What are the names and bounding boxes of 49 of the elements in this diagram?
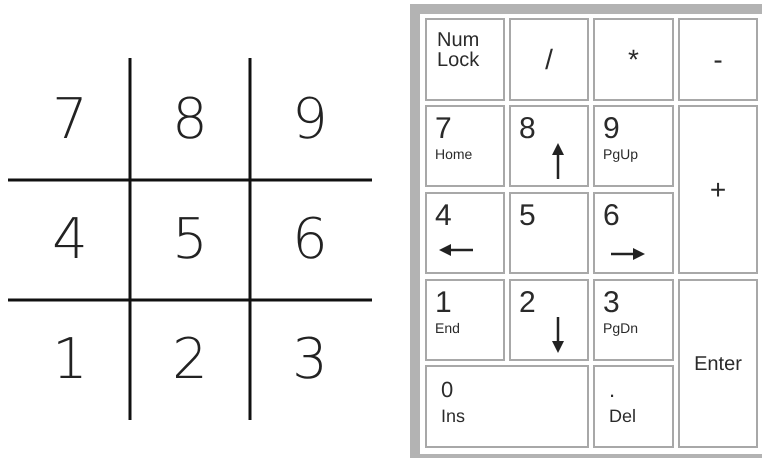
- keypad-key: [593, 365, 674, 448]
- key-sublabel: Del: [609, 407, 636, 427]
- keypad-key: [425, 105, 505, 187]
- key-label: 9: [603, 114, 620, 144]
- grid-digit: 9: [291, 90, 329, 150]
- grid-digit: 5: [171, 210, 209, 270]
- key-label: 5: [519, 201, 536, 231]
- keypad-key: [678, 279, 758, 448]
- key-label: 4: [435, 201, 452, 231]
- grid-digit: 8: [171, 90, 209, 150]
- key-label: 6: [603, 201, 620, 231]
- key-label: 8: [519, 114, 536, 144]
- key-label: 0: [441, 379, 454, 401]
- keypad-key: [425, 279, 505, 361]
- key-sublabel: PgDn: [603, 321, 638, 336]
- key-sublabel: PgUp: [603, 147, 638, 162]
- keypad-key: [593, 105, 674, 187]
- keypad-key: [678, 18, 758, 101]
- keypad-key: [509, 192, 589, 274]
- keypad-key: [509, 18, 589, 101]
- key-label: +: [710, 176, 726, 204]
- keypad-key: [509, 279, 589, 361]
- key-label: Enter: [694, 354, 742, 374]
- key-sublabel: End: [435, 321, 460, 336]
- keypad-key: [425, 18, 505, 101]
- keypad-key: [593, 192, 674, 274]
- grid-digit: 7: [51, 90, 89, 150]
- keypad-key: [425, 365, 589, 448]
- key-label: Num Lock: [437, 30, 480, 70]
- key-label: .: [609, 379, 616, 401]
- grid-digit: 3: [291, 330, 329, 390]
- key-sublabel: Ins: [441, 407, 466, 427]
- key-label: *: [628, 46, 639, 74]
- keypad-key: [593, 279, 674, 361]
- key-label: /: [545, 46, 553, 74]
- key-label: 2: [519, 288, 536, 318]
- keypad-key: [509, 105, 589, 187]
- key-label: -: [713, 46, 723, 74]
- keypad-key: [593, 18, 674, 101]
- keypad-key: [678, 105, 758, 274]
- key-sublabel: Home: [435, 147, 472, 162]
- key-label: 7: [435, 114, 452, 144]
- keypad-key: [425, 192, 505, 274]
- key-label: 3: [603, 288, 620, 318]
- grid-digit: 1: [51, 330, 89, 390]
- grid-digit: 2: [171, 330, 209, 390]
- grid-digit: 6: [291, 210, 329, 270]
- key-label: 1: [435, 288, 452, 318]
- grid-digit: 4: [51, 210, 89, 270]
